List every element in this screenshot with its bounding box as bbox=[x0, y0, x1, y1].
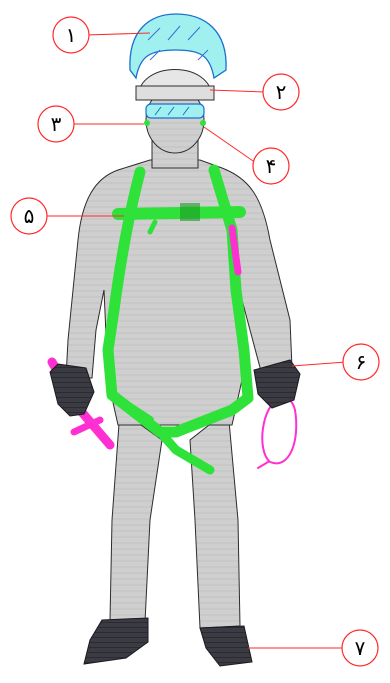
callout-7: ۷ bbox=[342, 630, 378, 666]
right-leg bbox=[190, 410, 240, 628]
callout-2: ۲ bbox=[263, 74, 299, 110]
face-shield bbox=[130, 14, 226, 78]
callout-1-label: ۱ bbox=[66, 23, 77, 47]
callout-5-label: ۵ bbox=[24, 204, 35, 228]
callout-3-label: ۳ bbox=[51, 112, 62, 136]
callout-5: ۵ bbox=[11, 198, 47, 234]
callout-4: ۴ bbox=[253, 148, 289, 184]
safety-helmet bbox=[136, 70, 214, 101]
callout-6: ۶ bbox=[343, 344, 379, 380]
callout-3: ۳ bbox=[38, 106, 74, 142]
left-leg bbox=[110, 410, 162, 622]
harness-buckle bbox=[180, 203, 200, 221]
callout-6-label: ۶ bbox=[356, 350, 367, 374]
callout-7-label: ۷ bbox=[355, 636, 366, 660]
safety-goggles bbox=[146, 104, 204, 118]
callout-4-label: ۴ bbox=[266, 154, 277, 178]
callout-1: ۱ bbox=[53, 17, 89, 53]
callout-2-label: ۲ bbox=[276, 80, 287, 104]
